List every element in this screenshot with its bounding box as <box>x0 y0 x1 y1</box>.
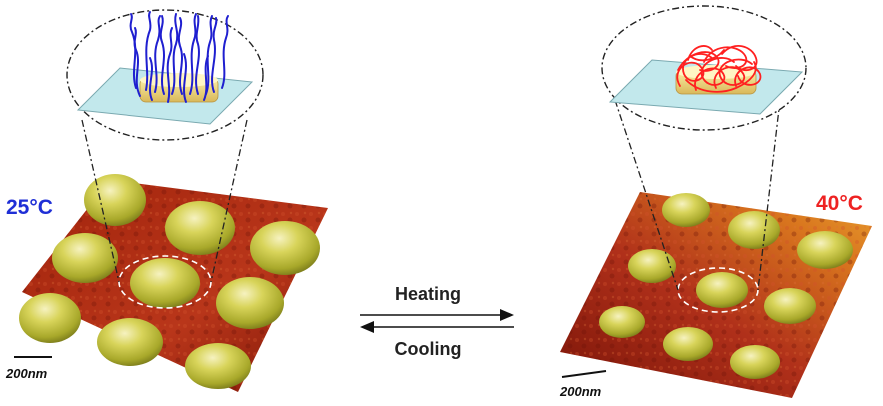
afm-particle <box>97 318 163 366</box>
afm-particle <box>696 272 748 308</box>
afm-particle <box>764 288 816 324</box>
afm-particle <box>165 201 235 255</box>
afm-particle <box>52 233 118 283</box>
afm-particle <box>730 345 780 379</box>
afm-particle <box>185 343 251 389</box>
afm-particle <box>728 211 780 249</box>
right-scale-label: 200nm <box>559 384 602 399</box>
left-temperature-label: 25°C <box>6 196 53 219</box>
right-collapsed-polymer <box>676 45 762 93</box>
right-afm-image <box>560 5 872 398</box>
heating-label: Heating <box>395 284 461 304</box>
left-afm-image <box>19 9 328 392</box>
afm-particle <box>628 249 676 283</box>
afm-particle <box>662 193 710 227</box>
afm-particle <box>250 221 320 275</box>
right-temperature-label: 40°C <box>816 192 863 215</box>
cooling-label: Cooling <box>395 339 462 359</box>
afm-particle <box>663 327 713 361</box>
left-scale-label: 200nm <box>5 366 48 381</box>
afm-particle <box>797 231 853 269</box>
right-scale-bar <box>561 370 607 378</box>
afm-particle <box>130 258 200 308</box>
transition-arrows: Heating Cooling <box>360 284 514 359</box>
afm-particle <box>216 277 284 329</box>
afm-particle <box>84 174 146 226</box>
left-polymer-brushes <box>129 11 229 103</box>
afm-particle <box>599 306 645 338</box>
afm-particle <box>19 293 81 343</box>
